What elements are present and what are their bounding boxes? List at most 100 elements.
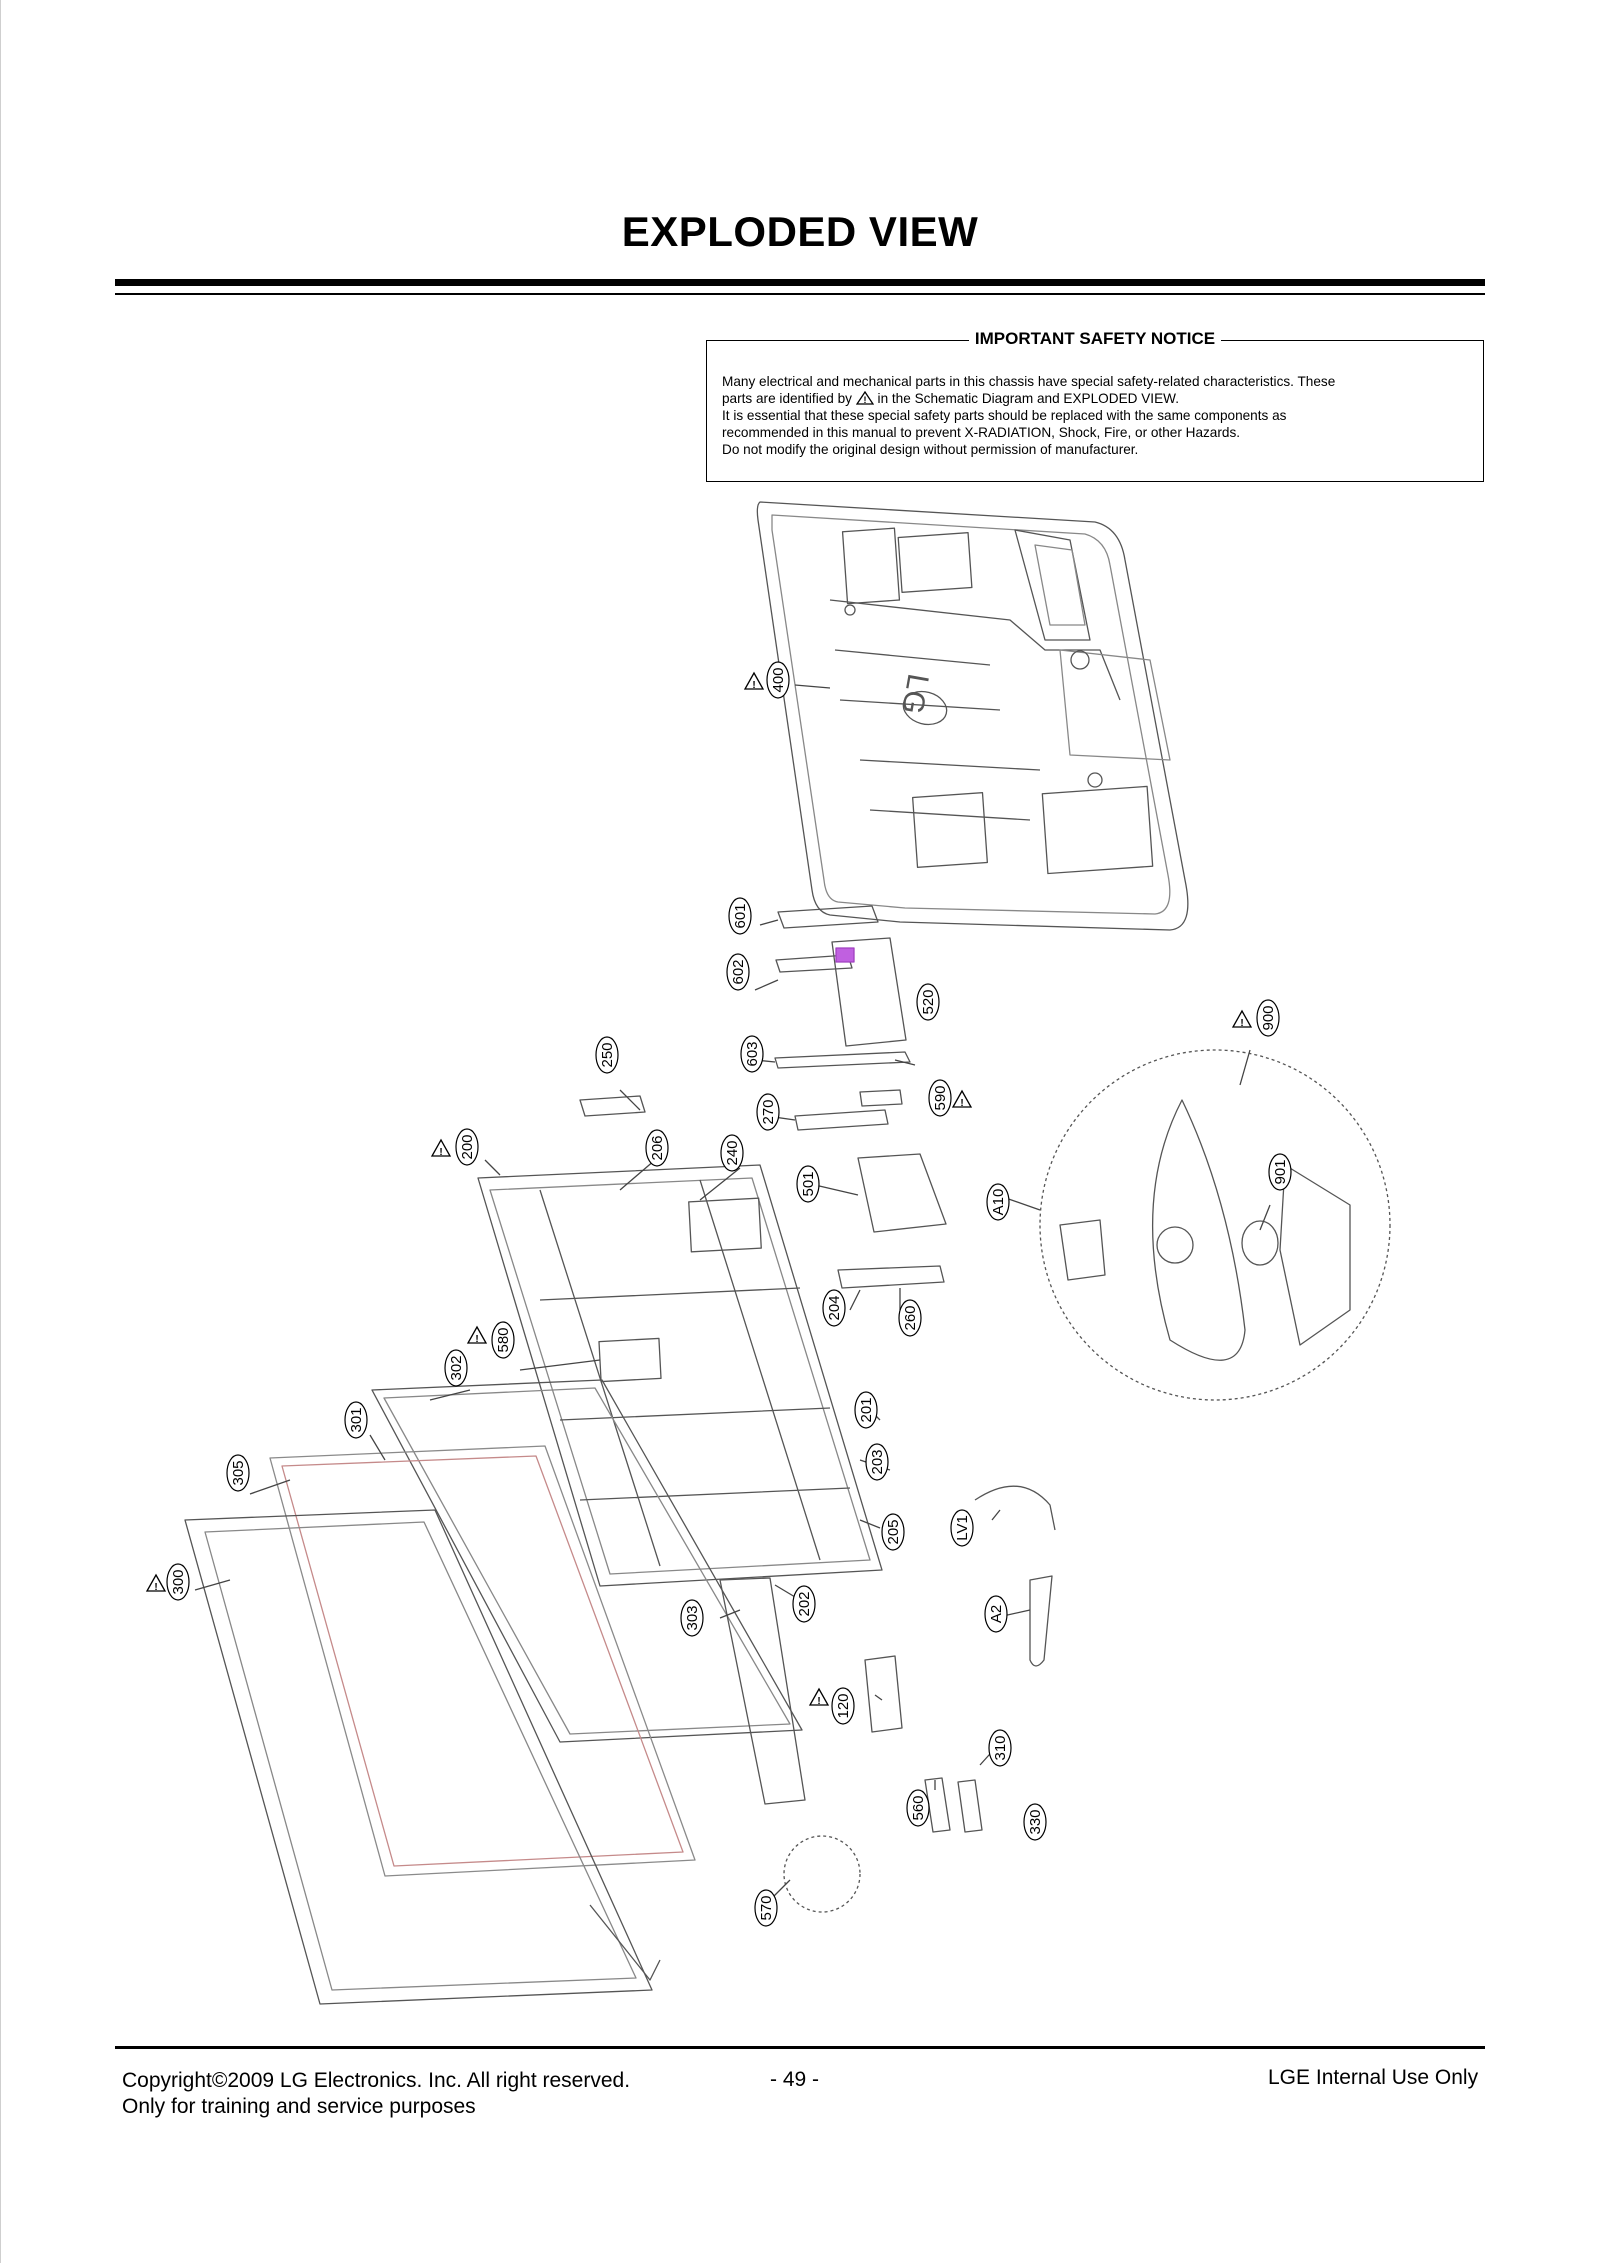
- lg-logo-text: LG: [895, 671, 934, 716]
- part-label-302: 302: [444, 1349, 468, 1387]
- lg-logo: LG: [895, 671, 948, 726]
- detail-circle-570: [783, 1835, 861, 1913]
- cable-lv1: [974, 1485, 1056, 1531]
- part-label-text: 602: [730, 959, 747, 984]
- part-label-text: 301: [348, 1407, 365, 1432]
- part-label-603: 603: [740, 1035, 764, 1073]
- safety-notice-line: It is essential that these special safet…: [722, 408, 1287, 423]
- bracket-250: [579, 1095, 646, 1117]
- footer-rule: [115, 2046, 1485, 2049]
- part-label-text: 520: [920, 989, 937, 1014]
- part-label-text: 400: [770, 667, 787, 692]
- footer-copyright: Copyright©2009 LG Electronics. Inc. All …: [122, 2069, 631, 2092]
- part-label-204: 204: [822, 1289, 846, 1327]
- warning-triangle-icon: !: [1231, 1009, 1253, 1029]
- title-rule-thick: [115, 279, 1485, 286]
- safety-notice-body: Many electrical and mechanical parts in …: [722, 373, 1469, 458]
- part-label-202: 202: [792, 1585, 816, 1623]
- part-label-text: 330: [1027, 1809, 1044, 1834]
- part-label-520: 520: [916, 983, 940, 1021]
- safety-notice-text: parts are identified by: [722, 391, 852, 406]
- part-label-305: 305: [226, 1454, 250, 1492]
- part-label-text: 590: [932, 1085, 949, 1110]
- part-label-text: 302: [448, 1355, 465, 1380]
- footer-classification: LGE Internal Use Only: [1268, 2066, 1479, 2089]
- remote-a2: [1029, 1575, 1053, 1667]
- warning-triangle-icon: !: [430, 1138, 452, 1158]
- part-label-203: 203: [865, 1443, 889, 1481]
- warning-triangle-icon: !: [951, 1089, 973, 1109]
- part-label-590: 590: [928, 1079, 952, 1117]
- part-label-300: 300: [166, 1563, 190, 1601]
- part-label-text: LV1: [954, 1515, 971, 1541]
- bracket-560: [924, 1777, 951, 1833]
- part-label-text: 206: [649, 1135, 666, 1160]
- part-label-text: 240: [724, 1140, 741, 1165]
- part-label-303: 303: [680, 1599, 704, 1637]
- part-label-text: 901: [1272, 1159, 1289, 1184]
- safety-notice-line: Many electrical and mechanical parts in …: [722, 374, 1336, 389]
- svg-text:!: !: [154, 1582, 157, 1593]
- part-label-270: 270: [756, 1093, 780, 1131]
- part-label-400: 400: [766, 661, 790, 699]
- part-label-330: 330: [1023, 1803, 1047, 1841]
- bracket-601: [777, 905, 879, 929]
- stand-900: [1039, 1049, 1391, 1401]
- part-label-602: 602: [726, 953, 750, 991]
- part-label-501: 501: [796, 1165, 820, 1203]
- safety-notice-heading-wrap: IMPORTANT SAFETY NOTICE: [707, 329, 1483, 349]
- svg-text:!: !: [863, 395, 866, 405]
- part-label-lv1: LV1: [950, 1509, 974, 1547]
- part-label-text: 202: [796, 1591, 813, 1616]
- part-label-text: 203: [869, 1449, 886, 1474]
- part-label-205: 205: [881, 1513, 905, 1551]
- part-label-text: 120: [835, 1693, 852, 1718]
- safety-notice-line: Do not modify the original design withou…: [722, 442, 1139, 457]
- part-label-a10: A10: [986, 1183, 1010, 1221]
- part-label-570: 570: [754, 1889, 778, 1927]
- part-label-560: 560: [906, 1789, 930, 1827]
- safety-notice-line: recommended in this manual to prevent X-…: [722, 425, 1241, 440]
- main-board-520: [831, 937, 907, 1047]
- bracket-260: [837, 1265, 945, 1289]
- part-label-240: 240: [720, 1134, 744, 1172]
- module-frame-200: [477, 1164, 883, 1587]
- svg-text:!: !: [960, 1098, 963, 1109]
- safety-notice-line: parts are identified by ! in the Schemat…: [722, 390, 1469, 407]
- rear-cover-part: [756, 501, 1189, 931]
- part-label-200: 200: [455, 1128, 479, 1166]
- part-label-206: 206: [645, 1129, 669, 1167]
- warning-triangle-icon: !: [808, 1687, 830, 1707]
- part-label-text: 501: [800, 1171, 817, 1196]
- bracket-270: [794, 1109, 889, 1131]
- part-label-310: 310: [988, 1729, 1012, 1767]
- part-label-text: 303: [684, 1605, 701, 1630]
- part-label-text: 205: [885, 1519, 902, 1544]
- part-label-601: 601: [728, 897, 752, 935]
- part-label-text: A10: [990, 1189, 1007, 1216]
- title-rule-thin: [115, 293, 1485, 295]
- part-label-text: 300: [170, 1569, 187, 1594]
- part-label-text: 900: [1260, 1005, 1277, 1030]
- bracket-602: [775, 954, 853, 973]
- front-bezel-300: [184, 1509, 661, 2005]
- page-title: EXPLODED VIEW: [621, 208, 979, 255]
- footer-page-number: - 49 -: [770, 2068, 820, 2091]
- part-label-201: 201: [854, 1391, 878, 1429]
- part-label-a2: A2: [984, 1595, 1008, 1633]
- bracket-603: [774, 1051, 911, 1069]
- part-label-text: A2: [988, 1605, 1005, 1623]
- part-label-120: 120: [831, 1687, 855, 1725]
- warning-triangle-icon: !: [145, 1573, 167, 1593]
- part-label-260: 260: [898, 1299, 922, 1337]
- svg-text:!: !: [752, 680, 755, 691]
- part-label-text: 200: [459, 1134, 476, 1159]
- part-label-580: 580: [491, 1321, 515, 1359]
- svg-text:!: !: [475, 1334, 478, 1345]
- part-label-901: 901: [1268, 1153, 1292, 1191]
- bracket-590: [859, 1089, 903, 1107]
- part-label-text: 270: [760, 1099, 777, 1124]
- sheet-305: [269, 1445, 696, 1877]
